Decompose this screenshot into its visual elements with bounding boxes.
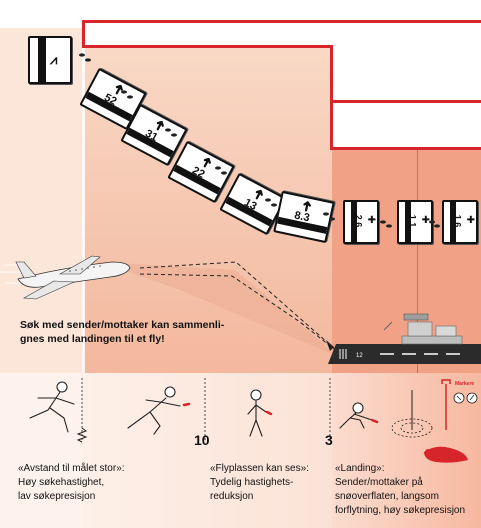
searcher-crouching-icon [340, 403, 377, 428]
stage-marker-10: 10 [194, 432, 210, 448]
marker-probe-icon [442, 380, 450, 430]
buried-victim-icon [424, 447, 468, 463]
headline-line-2: gnes med landingen til et fly! [20, 332, 165, 346]
footprint-trail [79, 53, 440, 227]
runway-number: 12 [356, 353, 363, 359]
marker-label: Markere [455, 381, 474, 387]
stage-caption-far: «Avstand til målet stor»: Høy søkehastig… [18, 462, 198, 504]
stage-caption-airfield: «Flyplassen kan ses»: Tydelig hastighets… [210, 462, 330, 504]
marker-tools-icon [454, 393, 477, 403]
stage-caption-landing: «Landing»: Sender/mottaker på snøoverfla… [335, 462, 481, 518]
airport-terminal-icon [384, 314, 462, 344]
searcher-running-fast-icon [30, 382, 74, 432]
searcher-walking-icon [248, 390, 271, 436]
headline-line-1: Søk med sender/mottaker kan sammenli- [20, 318, 224, 332]
airplane-icon [16, 256, 130, 299]
stage-marker-3: 3 [325, 432, 333, 448]
searcher-running-icon [128, 387, 189, 434]
